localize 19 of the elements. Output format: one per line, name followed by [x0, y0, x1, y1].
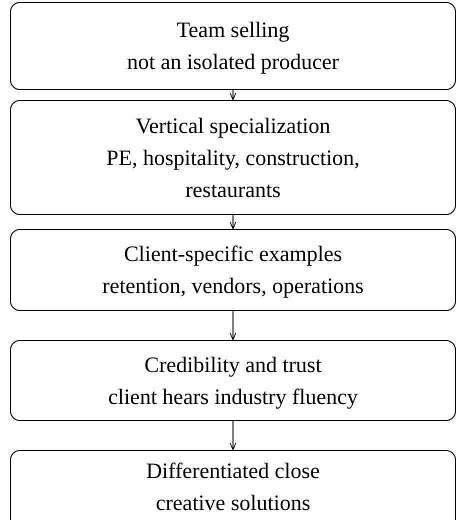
- box-heading: Credibility and trust: [144, 350, 322, 379]
- process-box: [10, 229, 456, 311]
- box-description: PE, hospitality, construction, restaurants: [105, 144, 361, 204]
- box-heading: Team selling: [176, 16, 290, 44]
- box-heading: Client-specific examples: [124, 240, 342, 268]
- process-box: [10, 340, 456, 421]
- box-heading: Differentiated close: [146, 457, 320, 485]
- arrow: [230, 214, 236, 230]
- arrow: [230, 310, 236, 340]
- box-heading: Vertical specialization: [136, 112, 330, 140]
- box-description: not an isolated producer: [127, 48, 339, 76]
- process-box: [10, 450, 456, 520]
- process-box: [10, 2, 456, 90]
- box-description: client hears industry fluency: [108, 382, 358, 411]
- box-description: retention, vendors, operations: [102, 272, 364, 300]
- box-description: creative solutions: [156, 489, 310, 517]
- process-box: [10, 100, 456, 215]
- arrow: [230, 420, 236, 450]
- arrow: [230, 90, 236, 100]
